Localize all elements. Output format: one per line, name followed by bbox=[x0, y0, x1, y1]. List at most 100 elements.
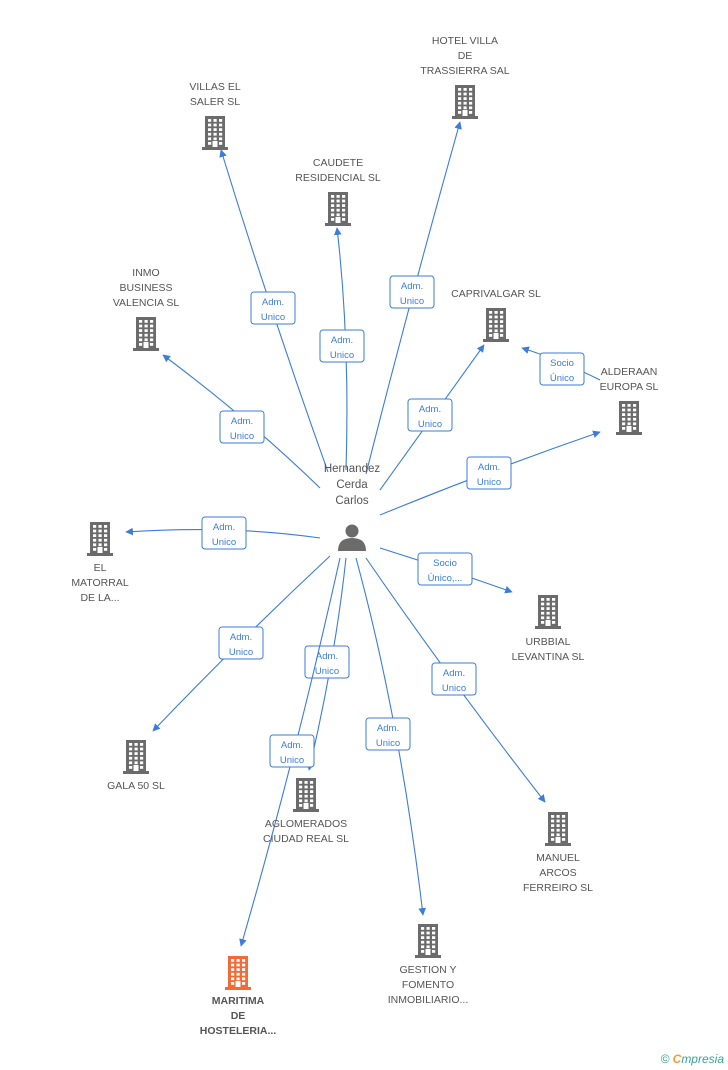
company-label: BUSINESS bbox=[119, 282, 172, 294]
person-name: Hernandez bbox=[324, 463, 381, 475]
building-icon bbox=[293, 778, 319, 812]
edge-label[interactable]: Adm. Unico bbox=[218, 626, 264, 660]
edge-label-box bbox=[466, 456, 512, 490]
edge-person-to-aglomerados-ciudad-real: Adm.Unico bbox=[304, 557, 350, 771]
edge-label[interactable]: SocioÚnico,... bbox=[417, 552, 473, 586]
company-label: HOTEL VILLA bbox=[432, 35, 498, 47]
edge-label[interactable]: Adm. Unico bbox=[250, 291, 296, 325]
edge-label[interactable]: Adm. Unico bbox=[319, 329, 365, 363]
edge-label-text: Unico bbox=[280, 755, 304, 766]
company-label: SALER SL bbox=[190, 96, 240, 108]
company-label: GESTION Y bbox=[400, 964, 457, 976]
edge-label-text: Unico bbox=[477, 477, 501, 488]
edge-label[interactable]: Adm. Unico bbox=[365, 717, 411, 751]
company-node-caudete-residencial[interactable]: CAUDETE RESIDENCIAL SL bbox=[295, 157, 381, 226]
edge-label-box bbox=[319, 329, 365, 363]
edge-label-box bbox=[417, 552, 473, 586]
person-name: Cerda bbox=[336, 479, 368, 491]
company-label: ARCOS bbox=[539, 867, 576, 879]
edge-label-text: Adm. bbox=[377, 723, 399, 734]
edge-label-box bbox=[365, 717, 411, 751]
company-label: DE bbox=[458, 50, 473, 62]
edge-label[interactable]: Adm.Unico bbox=[201, 516, 247, 550]
company-label: GALA 50 SL bbox=[107, 780, 165, 792]
edge-label-text: Unico bbox=[315, 666, 339, 677]
edge-label-box bbox=[539, 352, 585, 386]
building-icon bbox=[483, 308, 509, 342]
company-label: CAUDETE bbox=[313, 157, 363, 169]
company-label: HOSTELERIA... bbox=[200, 1025, 277, 1037]
company-label: VILLAS EL bbox=[189, 81, 241, 93]
edge-label-box bbox=[269, 734, 315, 768]
edge-person-to-inmo-business-valencia: Adm.Unico bbox=[162, 354, 321, 489]
company-node-gestion-fomento-inmobiliario[interactable]: GESTION YFOMENTOINMOBILIARIO... bbox=[388, 924, 469, 1006]
company-node-gala-50[interactable]: GALA 50 SL bbox=[107, 740, 165, 792]
company-label: CAPRIVALGAR SL bbox=[451, 288, 541, 300]
footer-brand: ©Cmpresia bbox=[661, 1052, 724, 1066]
building-icon bbox=[202, 116, 228, 150]
edge-label-text: Adm. bbox=[401, 281, 423, 292]
edge-label[interactable]: Adm.Unico bbox=[304, 645, 350, 679]
company-label: URBBIAL bbox=[526, 636, 571, 648]
edge-label-box bbox=[218, 626, 264, 660]
edge-label[interactable]: Adm.Unico bbox=[407, 398, 453, 432]
brand-logo-text: mpresia bbox=[681, 1052, 724, 1066]
edge-label[interactable]: Adm.Unico bbox=[269, 734, 315, 768]
edge-label-text: Unico bbox=[376, 738, 400, 749]
company-label: INMOBILIARIO... bbox=[388, 994, 469, 1006]
edge-label-text: Unico bbox=[230, 431, 254, 442]
edge-person-to-manuel-arcos-ferreiro: Adm. Unico bbox=[365, 557, 546, 803]
company-node-maritima-de-hosteleria[interactable]: MARITIMADEHOSTELERIA... bbox=[200, 956, 277, 1037]
person-icon bbox=[338, 524, 366, 551]
edge-person-to-villas-el-saler: Adm. Unico bbox=[219, 149, 329, 473]
company-label: ALDERAAN bbox=[601, 366, 658, 378]
edge-label-text: Unico bbox=[330, 350, 354, 361]
building-icon bbox=[452, 85, 478, 119]
company-node-caprivalgar[interactable]: CAPRIVALGAR SL bbox=[451, 288, 541, 342]
edge-label[interactable]: Adm.Unico bbox=[219, 410, 265, 444]
edge-label-text: Adm. bbox=[478, 462, 500, 473]
edge-label-text: Adm. bbox=[230, 632, 252, 643]
company-node-urbbial-levantina[interactable]: URBBIAL LEVANTINA SL bbox=[512, 595, 585, 663]
edge-label-text: Unico bbox=[229, 647, 253, 658]
edge-label[interactable]: Adm. Unico bbox=[431, 662, 477, 696]
building-icon bbox=[535, 595, 561, 629]
edge-label-text: Único bbox=[550, 373, 574, 384]
building-icon bbox=[616, 401, 642, 435]
edge-label-text: Adm. bbox=[331, 335, 353, 346]
edge-label-text: Unico bbox=[442, 683, 466, 694]
edge-label-box bbox=[389, 275, 435, 309]
company-label: AGLOMERADOS bbox=[265, 818, 347, 830]
building-icon bbox=[123, 740, 149, 774]
company-label: DE bbox=[231, 1010, 246, 1022]
edge-label-box bbox=[219, 410, 265, 444]
edge-label-text: Unico bbox=[400, 296, 424, 307]
edge-label[interactable]: Adm. Unico bbox=[466, 456, 512, 490]
company-node-villas-el-saler[interactable]: VILLAS EL SALER SL bbox=[189, 81, 241, 150]
company-label: RESIDENCIAL SL bbox=[295, 172, 381, 184]
edge-label-box bbox=[431, 662, 477, 696]
building-icon bbox=[545, 812, 571, 846]
edge-label[interactable]: Adm. Unico bbox=[389, 275, 435, 309]
edge-person-to-alderaan-europa: Adm. Unico bbox=[379, 430, 601, 516]
company-label: DE LA... bbox=[80, 592, 119, 604]
company-label: MANUEL bbox=[536, 852, 580, 864]
edge-label-box bbox=[201, 516, 247, 550]
edge-label-text: Adm. bbox=[443, 668, 465, 679]
edge-label-text: Socio bbox=[433, 558, 457, 569]
edge-label-text: Unico bbox=[261, 312, 285, 323]
company-label: LEVANTINA SL bbox=[512, 651, 585, 663]
edges-layer: Adm.UnicoAdm.UnicoAdm.UnicoAdm.UnicoAdm.… bbox=[125, 121, 601, 947]
brand-logo-initial: C bbox=[672, 1052, 682, 1066]
edge-label-text: Adm. bbox=[262, 297, 284, 308]
